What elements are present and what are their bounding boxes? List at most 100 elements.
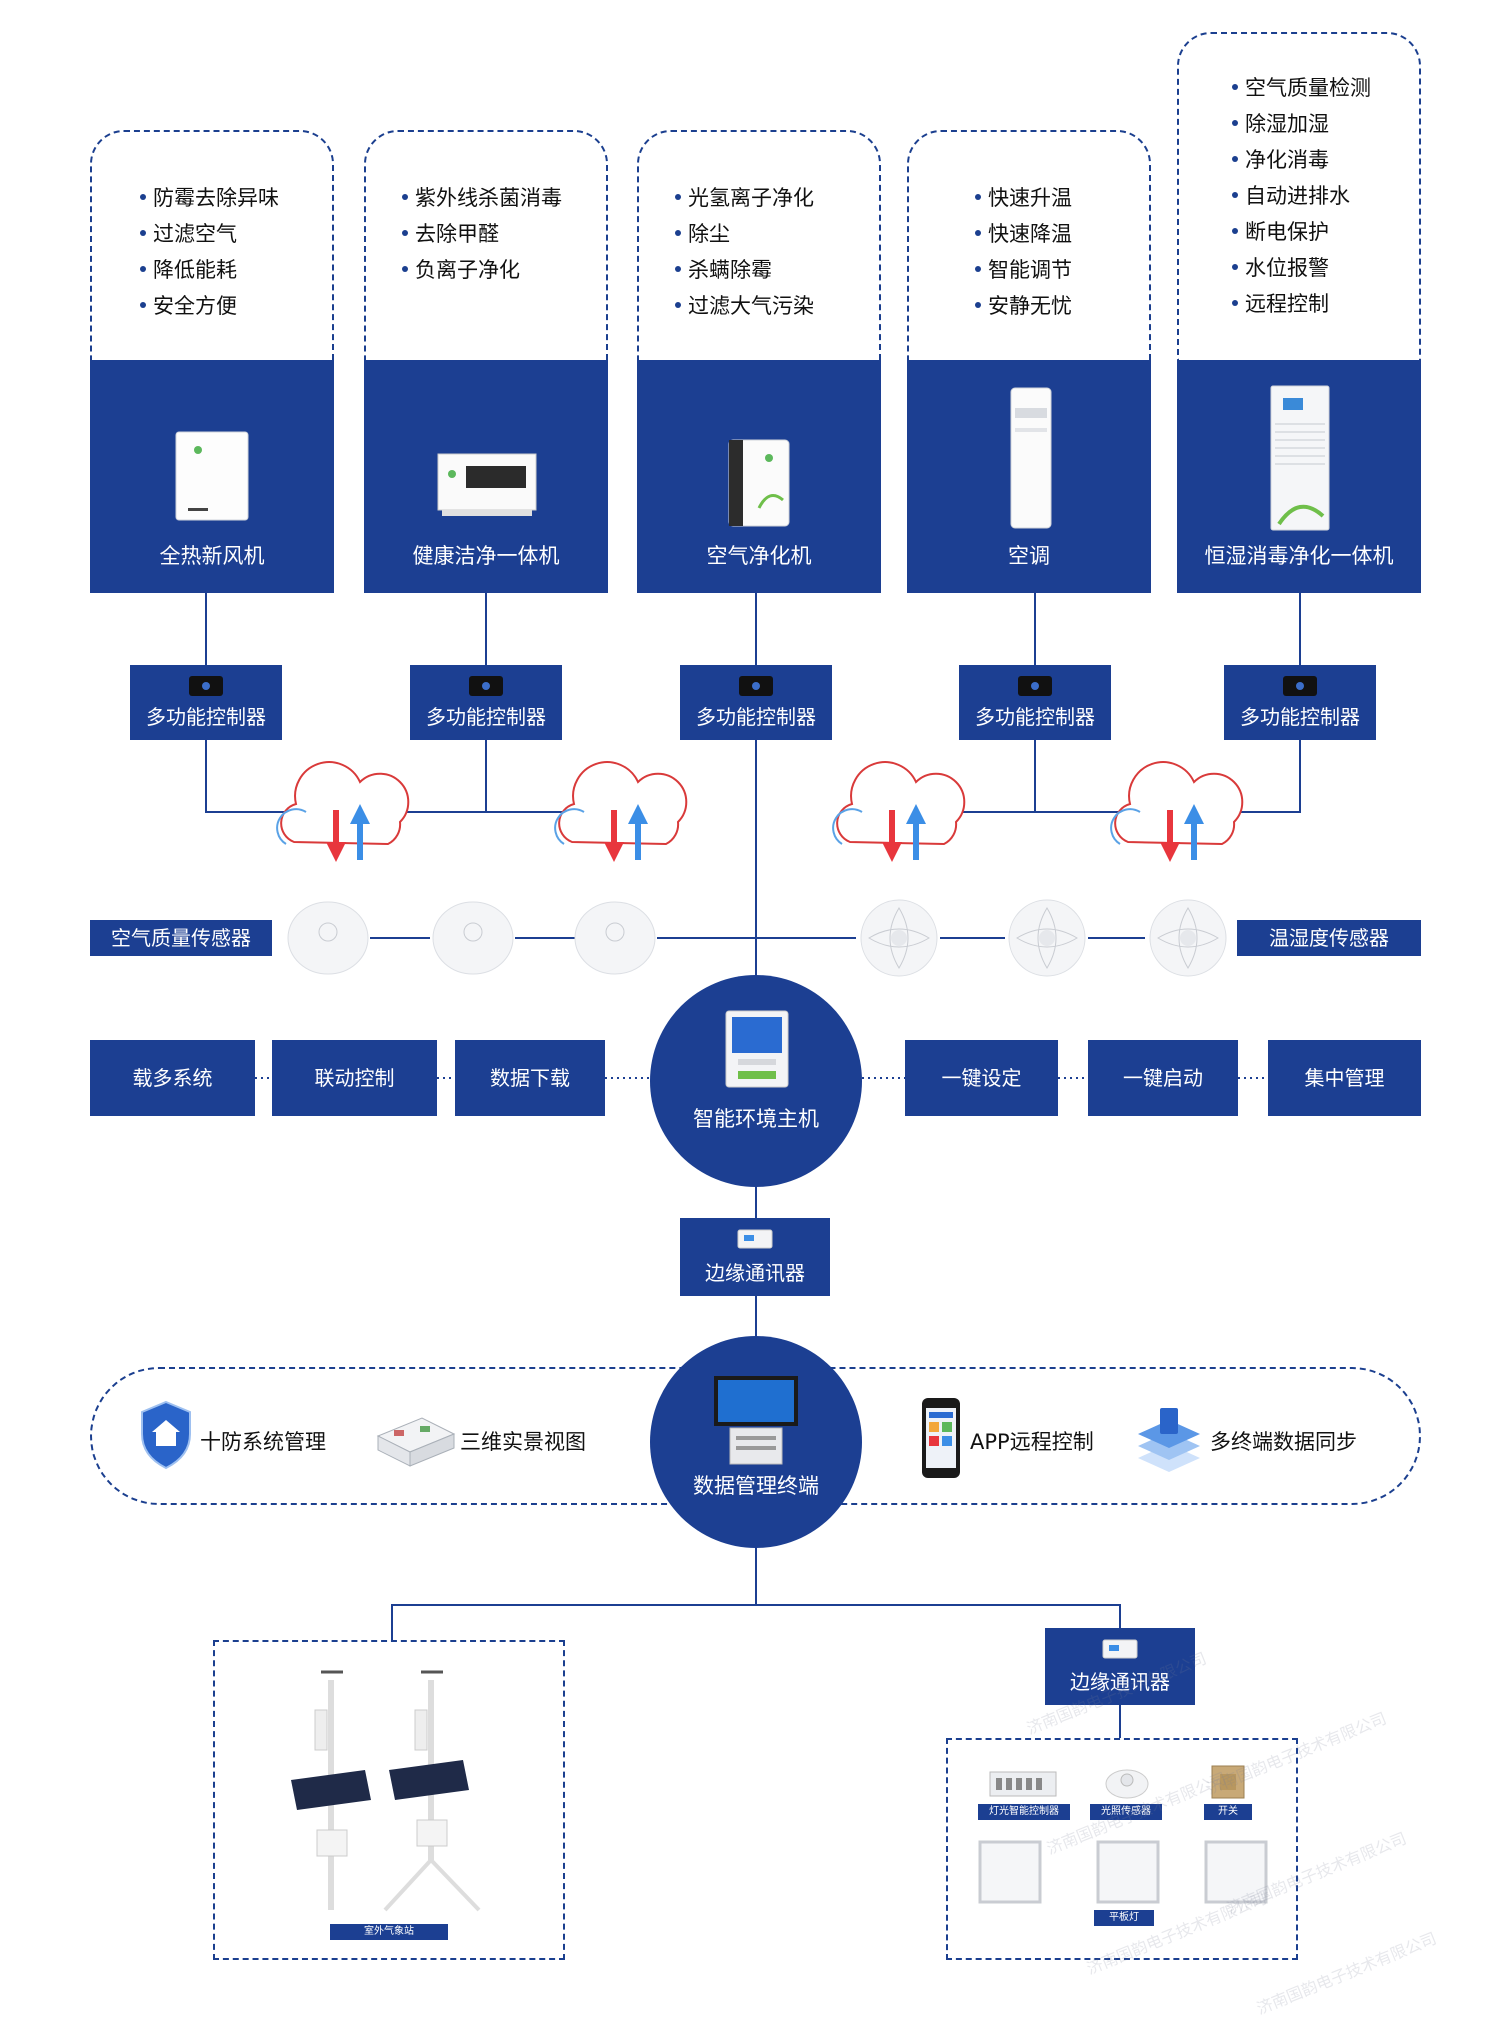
feature-item: 降低能耗 xyxy=(140,252,279,288)
device-1-panel: 全热新风机 xyxy=(90,360,334,593)
terminal-feature-1: 十防系统管理 xyxy=(200,1430,326,1454)
panel-light-label: 平板灯 xyxy=(1094,1910,1154,1926)
air-purifier-icon xyxy=(728,439,790,527)
controller-label: 多功能控制器 xyxy=(975,705,1095,729)
device-2-name: 健康洁净一体机 xyxy=(412,544,560,568)
feature-item: 空气质量检测 xyxy=(1232,70,1371,106)
feature-item: 快速降温 xyxy=(975,216,1072,252)
3d-view-icon xyxy=(376,1417,456,1467)
fresh-air-unit-icon xyxy=(175,431,249,521)
feature-item: 过滤空气 xyxy=(140,216,279,252)
controller-label: 多功能控制器 xyxy=(1240,705,1360,729)
edge-communicator-icon xyxy=(737,1229,773,1249)
controller-device-icon xyxy=(1018,676,1052,696)
feature-item: 安全方便 xyxy=(140,288,279,324)
feature-item: 远程控制 xyxy=(1232,286,1371,322)
device-1-feature-box: 防霉去除异味 过滤空气 降低能耗 安全方便 xyxy=(90,130,334,362)
controller-label: 多功能控制器 xyxy=(696,705,816,729)
air-quality-sensor-label: 空气质量传感器 xyxy=(90,920,272,956)
device-4-features: 快速升温 快速降温 智能调节 安静无忧 xyxy=(975,180,1072,324)
temp-humidity-sensor-icon xyxy=(1008,899,1086,977)
lighting-edge-communicator: 边缘通讯器 xyxy=(1045,1628,1195,1705)
host-function-4: 一键设定 xyxy=(905,1040,1058,1116)
device-5-features: 空气质量检测 除湿加湿 净化消毒 自动进排水 断电保护 水位报警 远程控制 xyxy=(1232,70,1371,322)
controller-device-icon xyxy=(189,676,223,696)
smart-environment-host: 智能环境主机 xyxy=(650,975,862,1187)
feature-item: 水位报警 xyxy=(1232,250,1371,286)
feature-item: 智能调节 xyxy=(975,252,1072,288)
feature-item: 过滤大气污染 xyxy=(675,288,814,324)
weather-station-box: 室外气象站 xyxy=(213,1640,565,1960)
device-4-feature-box: 快速升温 快速降温 智能调节 安静无忧 xyxy=(907,130,1151,362)
wall-switch-icon xyxy=(1211,1765,1245,1799)
device-3-panel: 空气净化机 xyxy=(637,360,881,593)
shield-home-icon xyxy=(141,1400,191,1470)
air-quality-sensor-icon xyxy=(287,901,369,975)
cloud-sync-icon xyxy=(1110,761,1244,862)
controller-1: 多功能控制器 xyxy=(130,665,282,740)
data-management-terminal: 数据管理终端 xyxy=(650,1336,862,1548)
air-conditioner-icon xyxy=(1010,387,1052,529)
terminal-feature-2: 三维实景视图 xyxy=(460,1430,586,1454)
cloud-sync-icon xyxy=(554,761,688,862)
feature-item: 光氢离子净化 xyxy=(675,180,814,216)
device-5-feature-box: 空气质量检测 除湿加湿 净化消毒 自动进排水 断电保护 水位报警 远程控制 xyxy=(1177,32,1421,362)
device-1-name: 全热新风机 xyxy=(159,544,265,568)
device-5-panel: 恒湿消毒净化一体机 xyxy=(1177,360,1421,593)
temp-humidity-sensor-icon xyxy=(1149,899,1227,977)
lighting-item-1: 灯光智能控制器 xyxy=(978,1804,1070,1820)
host-device-icon xyxy=(725,1010,789,1088)
device-4-panel: 空调 xyxy=(907,360,1151,593)
lighting-controller-icon xyxy=(989,1771,1057,1797)
panel-light-icon xyxy=(978,1840,1042,1904)
host-function-3: 数据下载 xyxy=(455,1040,605,1116)
feature-item: 自动进排水 xyxy=(1232,178,1371,214)
host-function-1: 载多系统 xyxy=(90,1040,255,1116)
edge-communicator-label: 边缘通讯器 xyxy=(705,1261,805,1285)
host-function-5: 一键启动 xyxy=(1088,1040,1238,1116)
device-3-feature-box: 光氢离子净化 除尘 杀螨除霉 过滤大气污染 xyxy=(637,130,881,362)
humidity-disinfection-unit-icon xyxy=(1270,385,1330,531)
feature-item: 紫外线杀菌消毒 xyxy=(402,180,562,216)
air-quality-sensor-icon xyxy=(574,901,656,975)
terminal-name: 数据管理终端 xyxy=(693,1474,819,1498)
host-function-2: 联动控制 xyxy=(272,1040,437,1116)
weather-station-pole-icon xyxy=(291,1670,371,1910)
purifier-unit-icon xyxy=(437,453,537,516)
feature-item: 除湿加湿 xyxy=(1232,106,1371,142)
edge-communicator: 边缘通讯器 xyxy=(680,1218,830,1296)
weather-station-tripod-icon xyxy=(383,1670,481,1912)
feature-item: 安静无忧 xyxy=(975,288,1072,324)
lighting-item-3: 开关 xyxy=(1204,1804,1252,1820)
controller-label: 多功能控制器 xyxy=(146,705,266,729)
feature-item: 除尘 xyxy=(675,216,814,252)
temp-humidity-sensor-icon xyxy=(860,899,938,977)
device-1-features: 防霉去除异味 过滤空气 降低能耗 安全方便 xyxy=(140,180,279,324)
feature-item: 快速升温 xyxy=(975,180,1072,216)
panel-light-icon xyxy=(1096,1840,1160,1904)
lighting-box: 灯光智能控制器 光照传感器 开关 平板灯 xyxy=(946,1738,1298,1960)
workstation-icon xyxy=(714,1376,798,1465)
host-function-6: 集中管理 xyxy=(1268,1040,1421,1116)
host-name: 智能环境主机 xyxy=(693,1107,819,1131)
feature-item: 防霉去除异味 xyxy=(140,180,279,216)
temp-humidity-sensor-label: 温湿度传感器 xyxy=(1237,920,1421,956)
panel-light-icon xyxy=(1204,1840,1268,1904)
controller-3: 多功能控制器 xyxy=(680,665,832,740)
controller-4: 多功能控制器 xyxy=(959,665,1111,740)
data-sync-icon xyxy=(1138,1408,1200,1472)
feature-item: 净化消毒 xyxy=(1232,142,1371,178)
feature-item: 负离子净化 xyxy=(402,252,562,288)
device-5-name: 恒湿消毒净化一体机 xyxy=(1204,544,1394,568)
controller-device-icon xyxy=(1283,676,1317,696)
cloud-sync-icon xyxy=(276,761,410,862)
lighting-edge-communicator-label: 边缘通讯器 xyxy=(1070,1670,1170,1694)
feature-item: 杀螨除霉 xyxy=(675,252,814,288)
device-2-panel: 健康洁净一体机 xyxy=(364,360,608,593)
device-2-features: 紫外线杀菌消毒 去除甲醛 负离子净化 xyxy=(402,180,562,288)
device-3-features: 光氢离子净化 除尘 杀螨除霉 过滤大气污染 xyxy=(675,180,814,324)
controller-5: 多功能控制器 xyxy=(1224,665,1376,740)
device-4-name: 空调 xyxy=(1008,544,1050,568)
